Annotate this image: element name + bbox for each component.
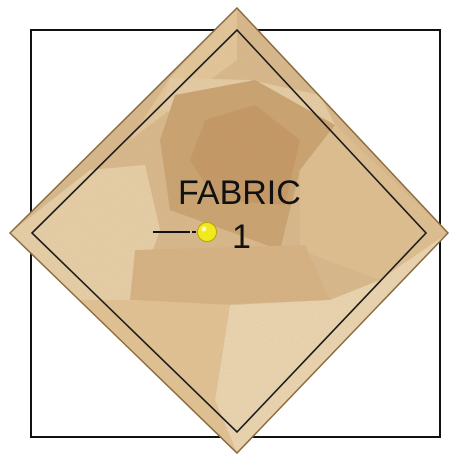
fabric-label-number: 1 — [232, 218, 251, 256]
fabric-label-word: FABRIC — [178, 174, 301, 212]
